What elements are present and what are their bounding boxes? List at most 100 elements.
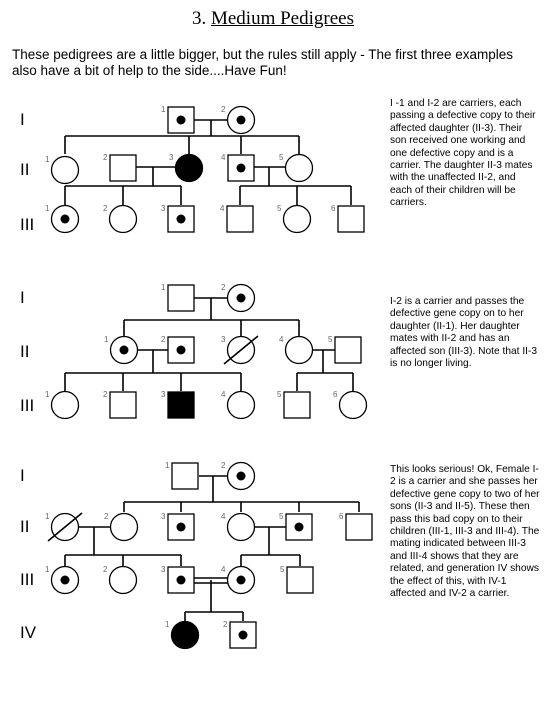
p3-IV-1-number: 1 bbox=[165, 620, 170, 629]
p3-II-4-female-symbol bbox=[226, 512, 256, 542]
p2-III-4-number: 4 bbox=[221, 390, 226, 399]
p2-II-3-number: 3 bbox=[221, 335, 226, 344]
p2-II-1-carrier-dot bbox=[119, 345, 129, 355]
p3-I-2-number: 2 bbox=[221, 461, 226, 470]
p2-I-2-number: 2 bbox=[221, 283, 226, 292]
p1-III-1-number: 1 bbox=[45, 204, 50, 213]
p2-I-1-male-symbol bbox=[167, 284, 195, 312]
intro-text: These pedigrees are a little bigger, but… bbox=[12, 47, 514, 78]
p1-II-5-female-symbol bbox=[284, 153, 314, 183]
p3-II-1-number: 1 bbox=[45, 512, 50, 521]
page-title: 3. Medium Pedigrees bbox=[0, 8, 546, 30]
p3-gen-IV: IV bbox=[20, 623, 37, 642]
p2-III-6-female-symbol bbox=[338, 390, 368, 420]
p1-II-2-male-symbol bbox=[109, 154, 137, 182]
title-number: 3. bbox=[191, 8, 207, 29]
p1-III-4-male-symbol bbox=[226, 205, 254, 233]
p3-III-4-carrier-dot bbox=[236, 575, 246, 585]
p2-II-5-male-symbol bbox=[334, 336, 362, 364]
p3-III-1-number: 1 bbox=[45, 565, 50, 574]
p1-II-2-number: 2 bbox=[103, 153, 108, 162]
p2-III-2-male-symbol bbox=[109, 391, 137, 419]
p3-gen-III: III bbox=[20, 570, 35, 589]
p1-III-6-number: 6 bbox=[331, 204, 336, 213]
p2-III-5-male-symbol bbox=[283, 391, 311, 419]
p3-gen-II: II bbox=[20, 517, 30, 536]
p1-I-2-number: 2 bbox=[221, 105, 226, 114]
p1-I-1-number: 1 bbox=[161, 105, 166, 114]
p1-gen-II: II bbox=[20, 160, 30, 179]
p1-II-1-female-symbol bbox=[50, 155, 80, 185]
p3-II-3-carrier-dot bbox=[176, 522, 186, 532]
p3-III-3-number: 3 bbox=[161, 565, 166, 574]
p2-III-5-number: 5 bbox=[277, 390, 282, 399]
p3-II-4-number: 4 bbox=[221, 512, 226, 521]
p2-II-2-carrier-dot bbox=[176, 345, 186, 355]
p1-note: I -1 and I-2 are carriers, each passing … bbox=[390, 98, 536, 209]
p3-II-6-number: 6 bbox=[339, 512, 344, 521]
p3-I-1-male-symbol bbox=[171, 462, 199, 490]
p3-II-5-carrier-dot bbox=[294, 522, 304, 532]
p2-II-3-deceased-slash bbox=[223, 335, 259, 365]
p3-II-5-number: 5 bbox=[279, 512, 284, 521]
p2-III-2-number: 2 bbox=[103, 390, 108, 399]
p2-III-6-number: 6 bbox=[333, 390, 338, 399]
p3-IV-2-carrier-dot bbox=[238, 630, 248, 640]
p1-gen-I: I bbox=[20, 110, 25, 129]
p3-II-2-female-symbol bbox=[109, 512, 139, 542]
p2-gen-I: I bbox=[20, 288, 25, 307]
p3-II-1-deceased-slash bbox=[47, 512, 83, 542]
p1-I-2-carrier-dot bbox=[236, 115, 246, 125]
p2-note: I-2 is a carrier and passes the defectiv… bbox=[390, 296, 538, 370]
p1-I-1-carrier-dot bbox=[176, 115, 186, 125]
p3-I-1-number: 1 bbox=[165, 461, 170, 470]
p3-III-3-carrier-dot bbox=[176, 575, 186, 585]
p3-IV-2-number: 2 bbox=[223, 620, 228, 629]
p3-III-4-number: 4 bbox=[221, 565, 226, 574]
p2-gen-III: III bbox=[20, 396, 35, 415]
p3-III-2-female-symbol bbox=[108, 565, 138, 595]
p2-II-2-number: 2 bbox=[161, 335, 166, 344]
p3-III-5-male-symbol bbox=[286, 566, 314, 594]
p1-II-4-number: 4 bbox=[221, 153, 226, 162]
p1-II-3-number: 3 bbox=[169, 153, 174, 162]
p1-III-3-carrier-dot bbox=[176, 214, 186, 224]
p3-I-2-carrier-dot bbox=[236, 471, 246, 481]
p3-III-2-number: 2 bbox=[103, 565, 108, 574]
p3-note: This looks serious! Ok, Female I-2 is a … bbox=[390, 464, 540, 600]
p3-gen-I: I bbox=[20, 466, 25, 485]
p2-I-1-number: 1 bbox=[161, 283, 166, 292]
p1-III-3-number: 3 bbox=[161, 204, 166, 213]
p1-III-1-carrier-dot bbox=[60, 214, 70, 224]
p3-II-2-number: 2 bbox=[104, 512, 109, 521]
p2-I-2-carrier-dot bbox=[236, 293, 246, 303]
p2-II-1-number: 1 bbox=[104, 335, 109, 344]
title-text: Medium Pedigrees bbox=[210, 8, 354, 29]
p3-III-1-carrier-dot bbox=[60, 575, 70, 585]
p2-III-4-female-symbol bbox=[226, 390, 256, 420]
p2-II-4-female-symbol bbox=[284, 335, 314, 365]
p1-III-5-female-symbol bbox=[282, 204, 312, 234]
p1-III-2-number: 2 bbox=[103, 204, 108, 213]
p1-III-2-female-symbol bbox=[108, 204, 138, 234]
p3-IV-1-female-symbol bbox=[170, 620, 200, 650]
p3-II-3-number: 3 bbox=[161, 512, 166, 521]
p2-III-1-female-symbol bbox=[50, 390, 80, 420]
p2-gen-II: II bbox=[20, 342, 30, 361]
p1-II-1-number: 1 bbox=[45, 155, 50, 164]
p1-III-4-number: 4 bbox=[220, 204, 225, 213]
p2-III-3-male-symbol bbox=[167, 391, 195, 419]
p2-II-4-number: 4 bbox=[279, 335, 284, 344]
p1-III-5-number: 5 bbox=[277, 204, 282, 213]
p1-II-3-female-symbol bbox=[174, 153, 204, 183]
p2-III-1-number: 1 bbox=[45, 390, 50, 399]
p1-II-5-number: 5 bbox=[279, 153, 284, 162]
p1-III-6-male-symbol bbox=[337, 205, 365, 233]
p2-II-5-number: 5 bbox=[328, 335, 333, 344]
p2-III-3-number: 3 bbox=[161, 390, 166, 399]
p1-II-4-carrier-dot bbox=[236, 163, 246, 173]
p3-III-5-number: 5 bbox=[280, 565, 285, 574]
p1-gen-III: III bbox=[20, 215, 35, 234]
p3-II-6-male-symbol bbox=[345, 513, 373, 541]
